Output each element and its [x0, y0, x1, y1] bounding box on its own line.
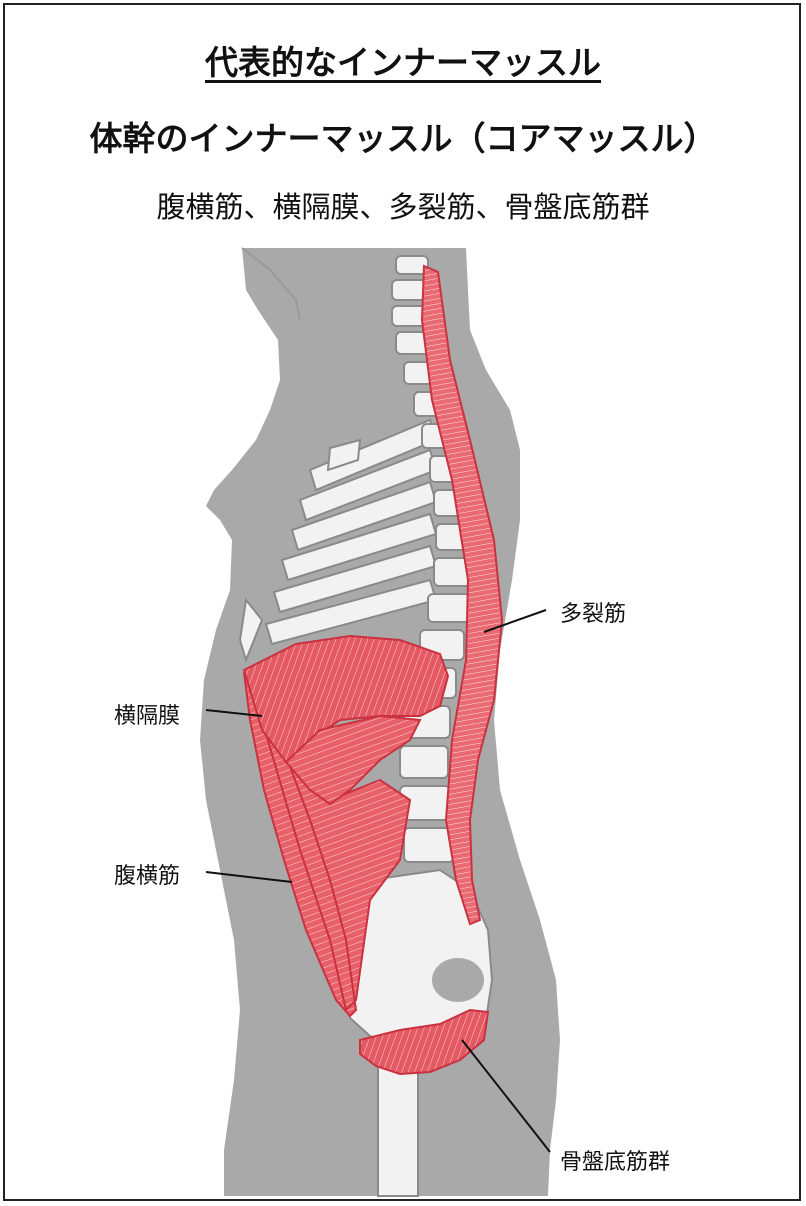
- rib-cage: [238, 418, 438, 664]
- leader-multifidus: [483, 609, 547, 633]
- pelvic-floor-muscle: [359, 1008, 490, 1076]
- page-subtitle: 体幹のインナーマッスル（コアマッスル）: [89, 119, 717, 158]
- chin-outline: [241, 247, 301, 321]
- label-multifidus: 多裂筋: [560, 602, 627, 627]
- obturator-hole: [432, 958, 484, 1002]
- page-title: 代表的なインナーマッスル: [205, 43, 601, 82]
- leader-pelvic-floor: [461, 1039, 551, 1153]
- multifidus-muscle: [420, 264, 504, 926]
- leader-transversus: [205, 871, 293, 883]
- label-transversus-abdominis: 腹横筋: [114, 864, 181, 889]
- label-diaphragm: 横隔膜: [114, 704, 181, 729]
- diaphragm-crus: [284, 714, 422, 806]
- muscle-list: 腹横筋、横隔膜、多裂筋、骨盤底筋群: [156, 190, 650, 224]
- leader-diaphragm: [205, 709, 263, 717]
- label-pelvic-floor: 骨盤底筋群: [560, 1150, 671, 1175]
- femur-bone: [377, 1059, 419, 1197]
